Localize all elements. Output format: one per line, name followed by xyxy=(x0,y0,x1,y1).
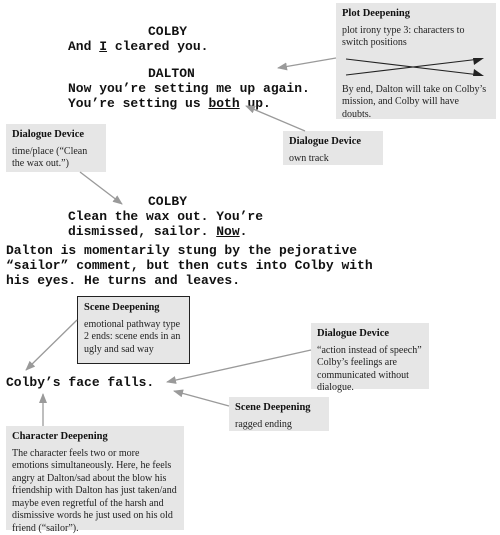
arrow-scene-deepening-to-colby xyxy=(25,319,78,371)
arrow-own-track-to-dialogue xyxy=(245,105,306,132)
dialogue-text: dismissed, sailor. xyxy=(68,224,217,239)
action-line-4: Colby’s face falls. xyxy=(6,375,155,390)
arrow-plot-to-dalton xyxy=(277,57,337,71)
dialogue-text: You’re setting us xyxy=(68,96,209,111)
dialogue-text: . xyxy=(239,224,248,239)
note-scene-deepening-ragged-ending: Scene Deepening ragged ending xyxy=(229,397,329,431)
arrow-ragged-to-colby xyxy=(173,389,230,407)
note-dialogue-device-time-place: Dialogue Device time/place (“Clean the w… xyxy=(6,124,106,172)
note-body: The character feels two or more emotions… xyxy=(12,447,177,534)
dialogue-line-3a: Clean the wax out. You’re xyxy=(68,209,264,224)
dialogue-text: cleared you. xyxy=(107,39,209,54)
note-scene-deepening-emotional-pathway: Scene Deepening emotional pathway type 2… xyxy=(77,296,190,364)
dialogue-line-3b: dismissed, sailor. Now. xyxy=(68,224,247,239)
dialogue-line-1: And I cleared you. xyxy=(68,39,208,54)
note-title: Scene Deepening xyxy=(84,302,160,313)
note-body: “action instead of speech” Colby’s feeli… xyxy=(317,344,422,394)
note-plot-deepening: Plot Deepening plot irony type 3: charac… xyxy=(336,3,496,120)
character-name-colby-2: COLBY xyxy=(148,194,188,209)
note-body: time/place (“Clean the wax out.”) xyxy=(12,145,88,170)
action-line-1: Dalton is momentarily stung by the pejor… xyxy=(6,243,358,258)
note-title: Dialogue Device xyxy=(289,136,362,147)
emphasis-text: Now xyxy=(216,224,240,239)
note-dialogue-device-action: Dialogue Device “action instead of speec… xyxy=(311,323,429,393)
note-body: plot irony type 3: characters to switch … xyxy=(342,24,465,49)
character-name-dalton: DALTON xyxy=(148,66,195,81)
dialogue-line-2a: Now you’re setting me up again. xyxy=(68,81,310,96)
emphasis-text: I xyxy=(99,39,108,54)
dialogue-text: And xyxy=(68,39,100,54)
note-title: Plot Deepening xyxy=(342,8,410,19)
note-character-deepening: Character Deepening The character feels … xyxy=(6,426,184,534)
emphasis-text: both xyxy=(208,96,240,111)
note-body: own track xyxy=(289,152,329,164)
note-body: ragged ending xyxy=(235,418,292,430)
note-title: Character Deepening xyxy=(12,431,108,442)
action-line-2: “sailor” comment, but then cuts into Col… xyxy=(6,258,373,273)
note-dialogue-device-own-track: Dialogue Device own track xyxy=(283,131,383,165)
note-title: Dialogue Device xyxy=(12,129,85,140)
note-title: Dialogue Device xyxy=(317,328,390,339)
action-line-3: his eyes. He turns and leaves. xyxy=(6,273,241,288)
arrow-time-place-to-colby xyxy=(79,171,123,205)
character-name-colby-1: COLBY xyxy=(148,24,188,39)
note-title: Scene Deepening xyxy=(235,402,311,413)
note-body: emotional pathway type 2 ends: scene end… xyxy=(84,318,181,355)
note-footer: By end, Dalton will take on Colby’s miss… xyxy=(342,83,487,120)
arrow-action-to-colby xyxy=(166,349,312,384)
switch-positions-icon xyxy=(345,57,484,76)
